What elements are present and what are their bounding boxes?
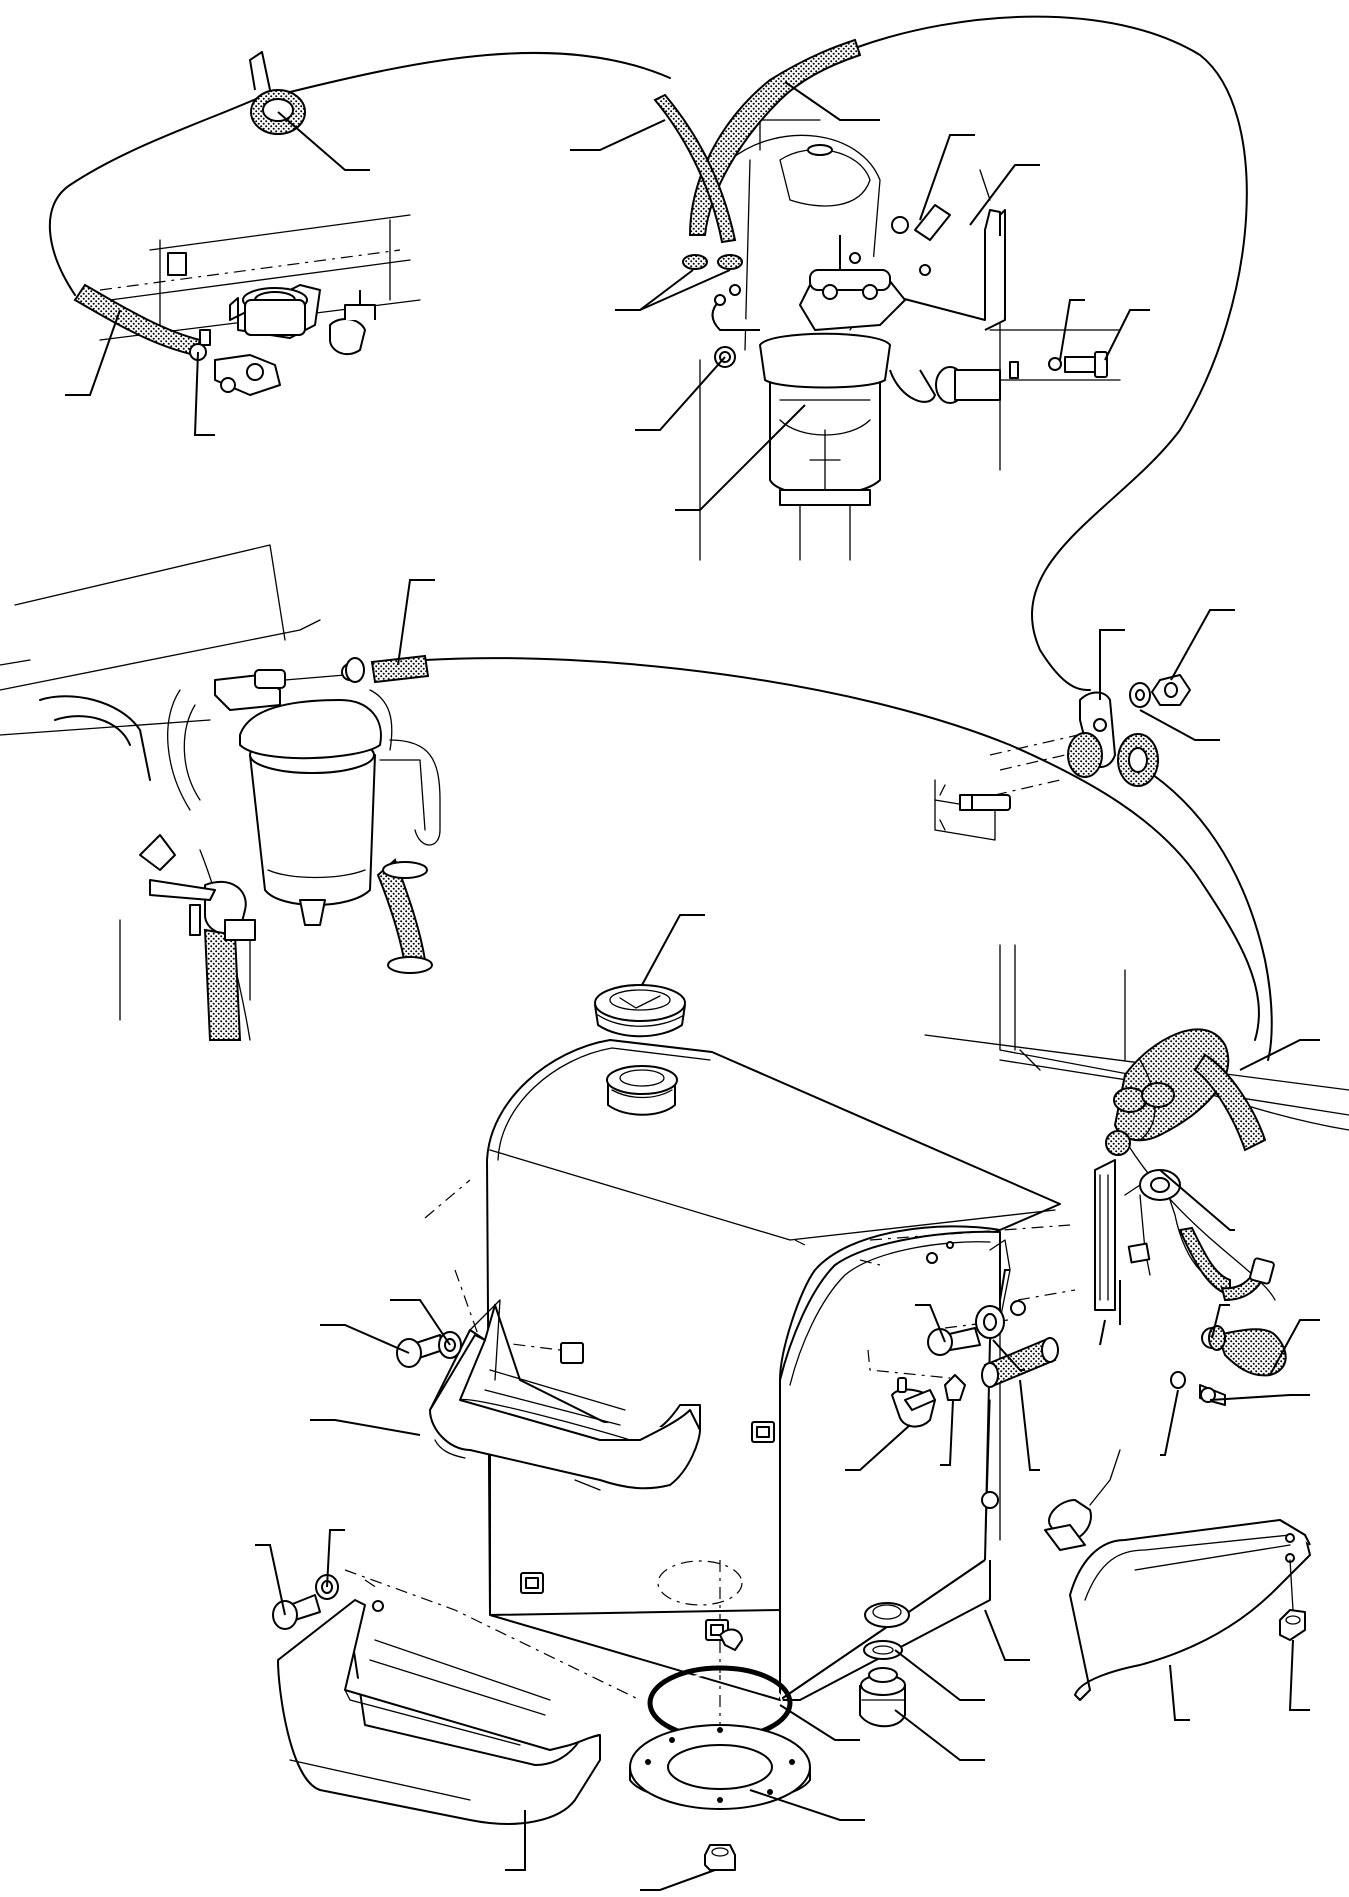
hose-tank-return (1105, 1028, 1267, 1156)
lift-pump-assembly (99, 214, 421, 396)
sediment-bowl (249, 754, 376, 906)
step-upper (424, 1179, 701, 1491)
step-upper-fasteners (396, 1331, 462, 1368)
callout-leaders (65, 81, 1320, 1891)
sender-float (1044, 1524, 1086, 1551)
tank-bottom-parts (629, 1560, 906, 1871)
hose-clamps-top (682, 254, 743, 270)
hose-pump-inlet (73, 283, 202, 357)
tank-fittings (867, 1289, 1076, 1428)
hose-sleeve-mid (345, 654, 430, 684)
fuel-filter-assembly (699, 119, 1121, 561)
p-clip-top (249, 51, 306, 135)
engine-filter-view (0, 544, 441, 1041)
step-lower (277, 1569, 641, 1825)
tank-cover-guard (1069, 1519, 1311, 1701)
p-clip-mount (934, 674, 1191, 841)
hose-filter-outlet (688, 38, 862, 236)
fuel-lines (49, 15, 1276, 1301)
filler-cap (594, 984, 686, 1116)
fuel-sender-unit (1048, 1159, 1287, 1542)
clip-bracket (167, 252, 187, 276)
square-nut-right (1127, 1242, 1151, 1264)
hose-filter-inlet (653, 93, 737, 244)
